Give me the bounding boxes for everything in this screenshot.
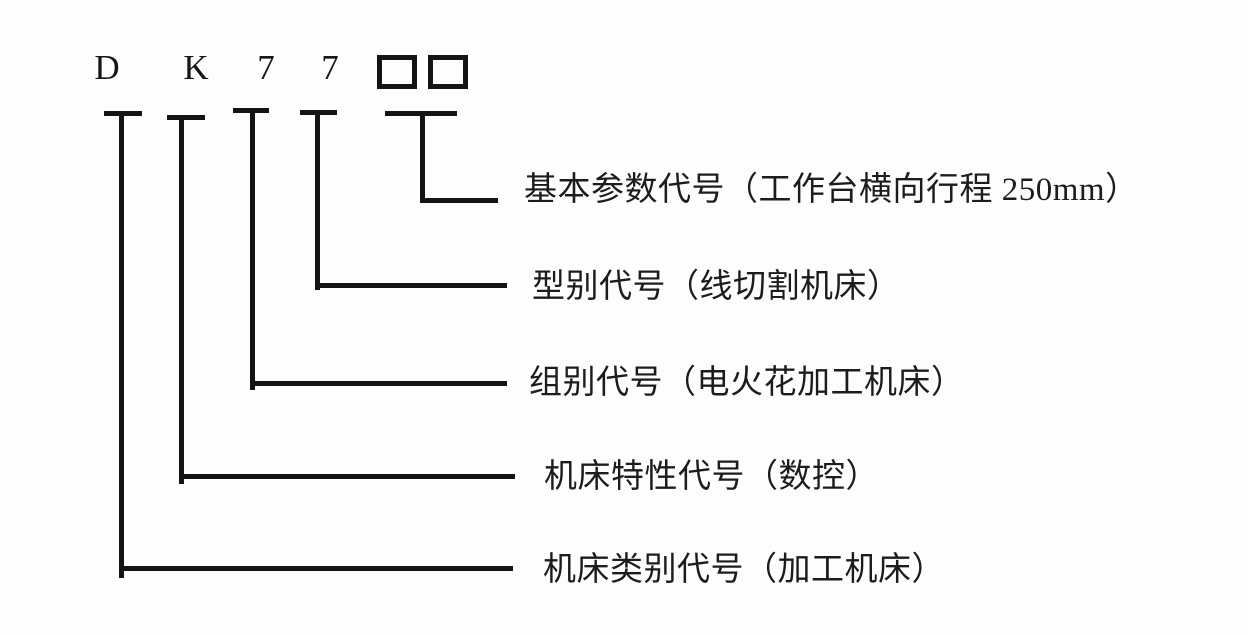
connector-bar-characteristic	[167, 115, 205, 120]
label-type-code: 型别代号（线切割机床）	[532, 269, 901, 305]
code-char-type: 7	[321, 48, 339, 87]
parameter-placeholder-box-1	[377, 55, 417, 89]
connector-stem-characteristic	[179, 115, 184, 484]
leader-line-characteristic	[179, 474, 515, 479]
code-char-class: D	[94, 48, 120, 87]
parameter-placeholder-box-2	[428, 55, 468, 89]
connector-stem-parameter	[420, 111, 425, 203]
label-basic-parameter: 基本参数代号（工作台横向行程 250mm）	[524, 172, 1139, 208]
label-characteristic-code: 机床特性代号（数控）	[544, 459, 879, 495]
leader-line-parameter	[420, 198, 498, 203]
connector-stem-type	[315, 110, 320, 290]
code-char-group: 7	[257, 48, 275, 87]
leader-line-type	[315, 283, 507, 288]
code-char-characteristic: K	[183, 48, 209, 87]
leader-line-class	[119, 566, 513, 571]
connector-stem-class	[119, 111, 124, 578]
label-group-code: 组别代号（电火花加工机床）	[529, 365, 965, 401]
connector-stem-group	[250, 108, 255, 390]
leader-line-group	[250, 381, 507, 386]
label-category-code: 机床类别代号（加工机床）	[543, 552, 945, 588]
